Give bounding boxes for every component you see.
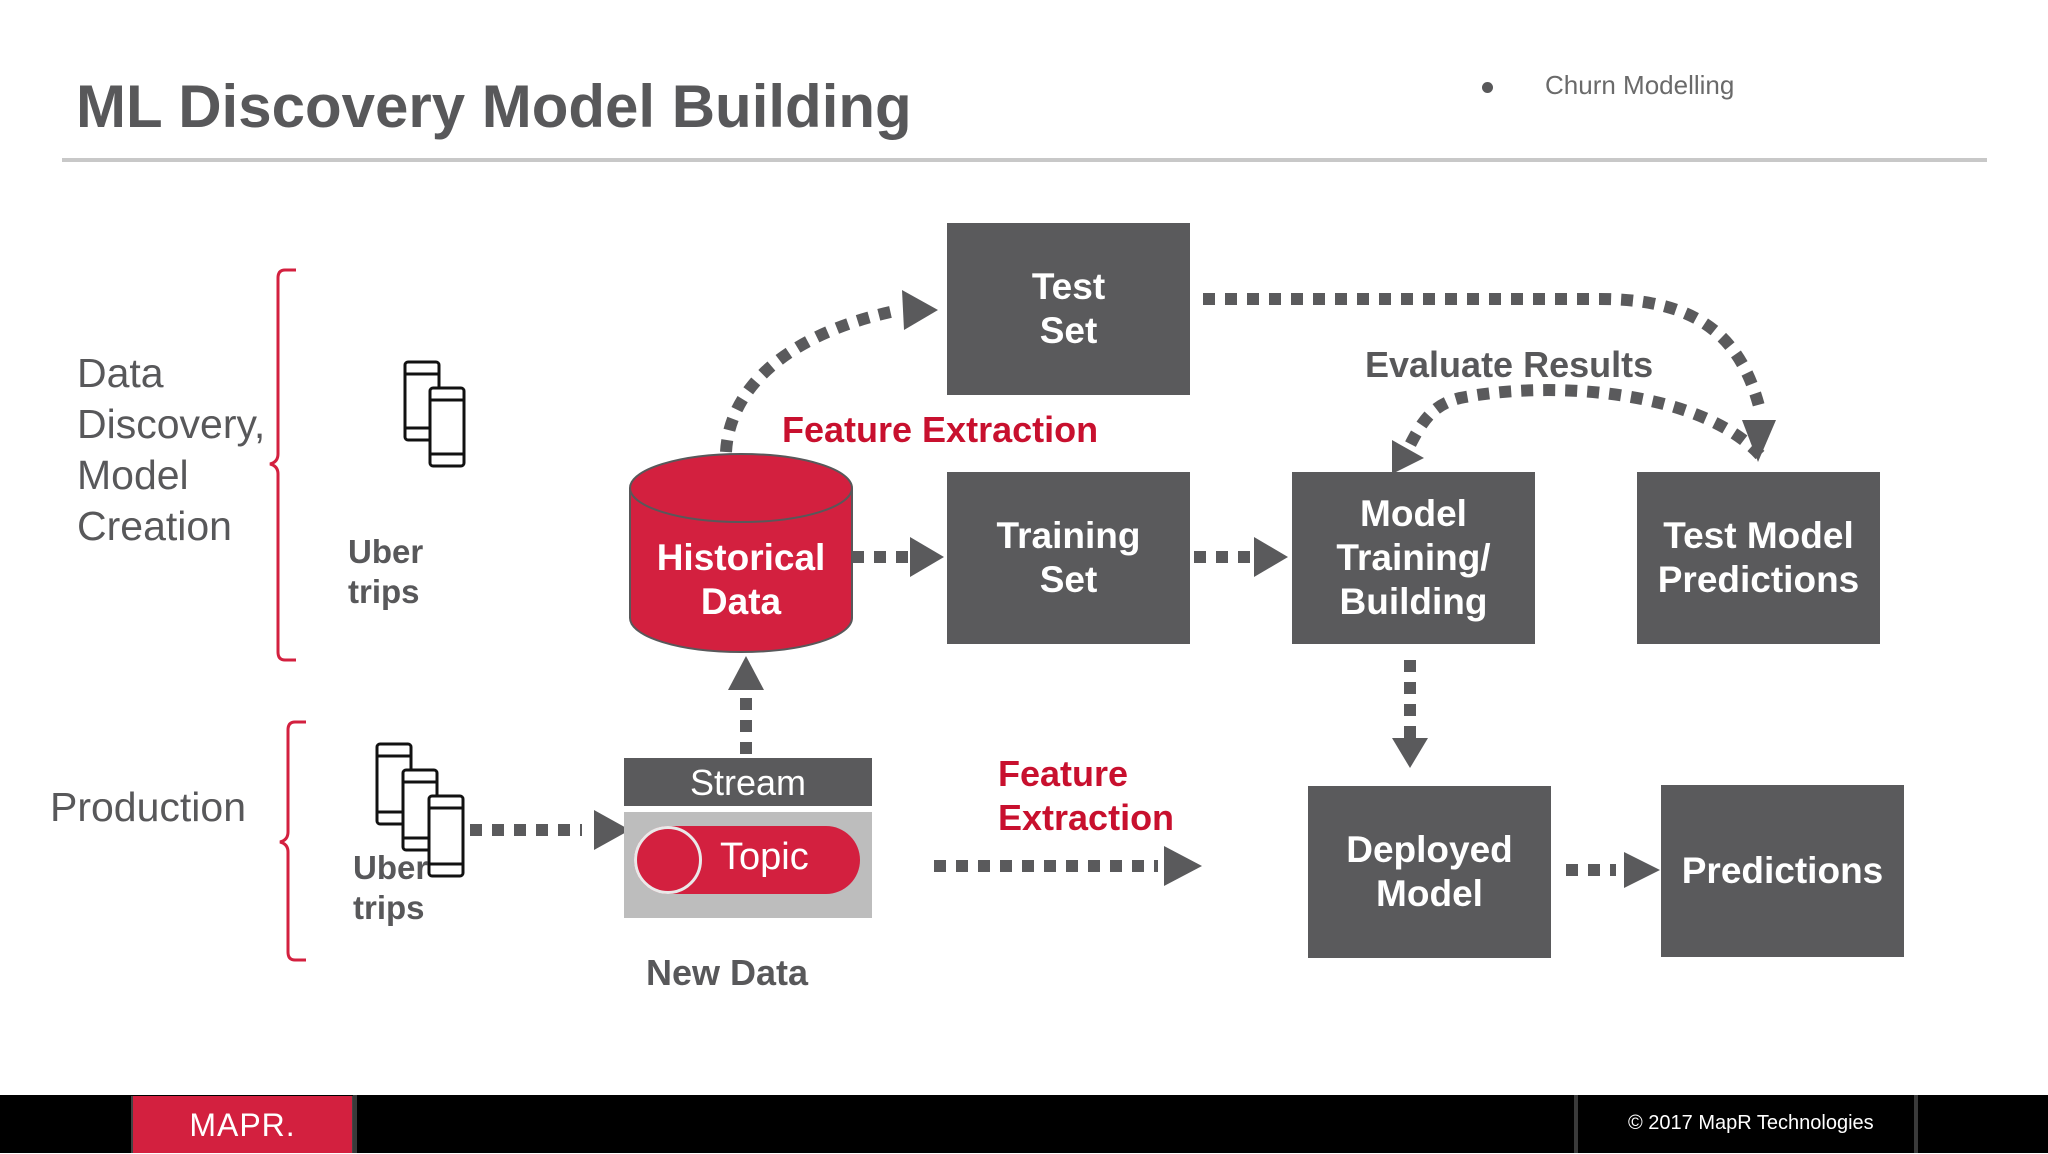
stream-bar: Stream xyxy=(624,758,872,806)
slide-title: ML Discovery Model Building xyxy=(76,73,912,140)
test-model-predictions-label: Test Model Predictions xyxy=(1657,515,1860,600)
model-training-label: Model Training/ Building xyxy=(1336,493,1491,622)
mapr-logo: MAPR. xyxy=(131,1096,354,1153)
topic-circle-icon xyxy=(634,826,702,894)
copyright-text: © 2017 MapR Technologies xyxy=(1628,1112,1874,1134)
discovery-group-label: Data Discovery, Model Creation xyxy=(77,350,266,549)
arrow-evaluate-results xyxy=(1399,384,1765,460)
arrow-historical-to-test xyxy=(720,304,902,453)
arrow-heads-icon xyxy=(594,290,1776,888)
footer-divider xyxy=(353,1095,357,1153)
training-set-box: Training Set xyxy=(947,472,1190,644)
uber-trips-bottom-label: Uber trips xyxy=(353,849,429,926)
production-bracket-icon xyxy=(279,720,306,962)
phones-top-icon xyxy=(403,360,466,468)
test-model-predictions-box: Test Model Predictions xyxy=(1637,472,1880,644)
production-group-label: Production xyxy=(50,784,247,830)
title-divider xyxy=(62,158,1987,162)
footer-divider xyxy=(1914,1095,1918,1153)
predictions-label: Predictions xyxy=(1681,850,1884,891)
new-data-label: New Data xyxy=(646,952,809,993)
historical-data-label: Historical Data xyxy=(656,537,826,622)
churn-modelling-bullet: Churn Modelling xyxy=(1545,70,1735,100)
phones-bottom-icon xyxy=(375,742,465,878)
arrow-test-to-predictions xyxy=(1203,293,1766,412)
predictions-box: Predictions xyxy=(1661,785,1904,957)
test-set-label: Test Set xyxy=(1031,266,1106,351)
feature-extraction-top-label: Feature Extraction xyxy=(782,409,1099,450)
evaluate-results-label: Evaluate Results xyxy=(1365,344,1654,385)
footer-divider xyxy=(1574,1095,1578,1153)
deployed-model-box: Deployed Model xyxy=(1308,786,1551,958)
uber-trips-top-label: Uber trips xyxy=(348,533,424,610)
bullet-dot-icon xyxy=(1482,82,1493,93)
feature-extraction-bottom-label: Feature Extraction xyxy=(998,753,1175,838)
training-set-label: Training Set xyxy=(996,515,1141,600)
model-training-box: Model Training/ Building xyxy=(1292,472,1535,644)
discovery-bracket-icon xyxy=(269,268,296,662)
topic-label: Topic xyxy=(720,836,809,878)
historical-data-cylinder xyxy=(629,453,853,653)
test-set-box: Test Set xyxy=(947,223,1190,395)
deployed-model-label: Deployed Model xyxy=(1346,829,1513,914)
